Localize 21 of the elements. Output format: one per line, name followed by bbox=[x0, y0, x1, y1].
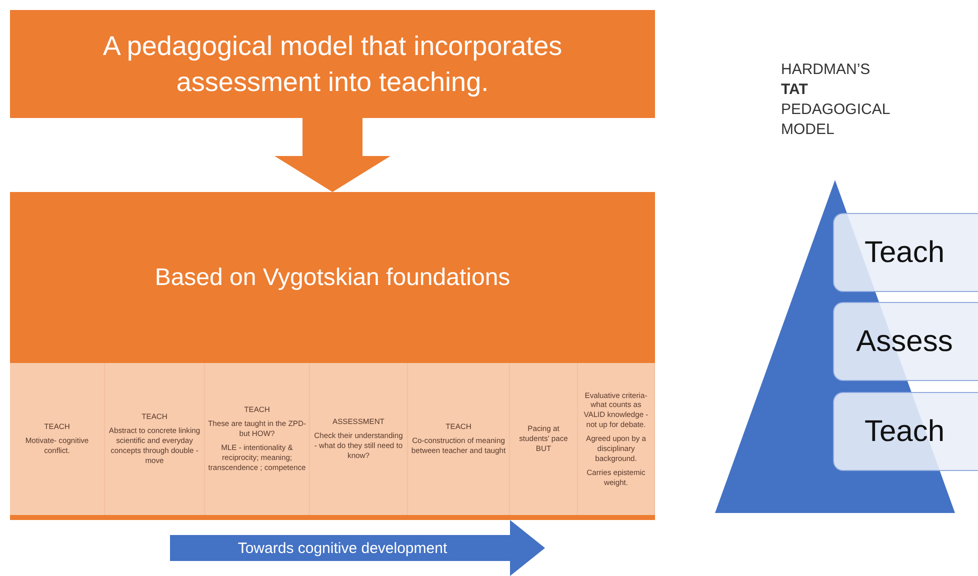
heading-text: Based on Vygotskian foundations bbox=[154, 264, 512, 292]
tier-box bbox=[833, 302, 978, 381]
heading-text: A pedagogical model that incorporates assessment into teaching. bbox=[102, 30, 564, 99]
tier-box bbox=[833, 392, 978, 471]
stage-cell bbox=[310, 363, 408, 515]
tier-label: Teach bbox=[864, 236, 945, 270]
foundation-box bbox=[10, 192, 655, 520]
progress-arrow bbox=[170, 520, 545, 576]
stage-cell bbox=[510, 363, 578, 515]
diagram-title: HARDMAN’S TAT PEDAGOGICAL MODEL bbox=[781, 60, 891, 140]
tier-label: Assess bbox=[856, 324, 953, 358]
stage-cell bbox=[105, 363, 205, 515]
header-box bbox=[10, 10, 655, 118]
down-arrow bbox=[274, 118, 390, 192]
stage-cell bbox=[408, 363, 510, 515]
stage-cell bbox=[10, 363, 105, 515]
arrow-label: Towards cognitive development bbox=[238, 540, 448, 556]
tier-box bbox=[833, 213, 978, 292]
stage-cell bbox=[578, 363, 655, 515]
tier-label: Teach bbox=[864, 414, 945, 448]
stage-cell bbox=[205, 363, 310, 515]
